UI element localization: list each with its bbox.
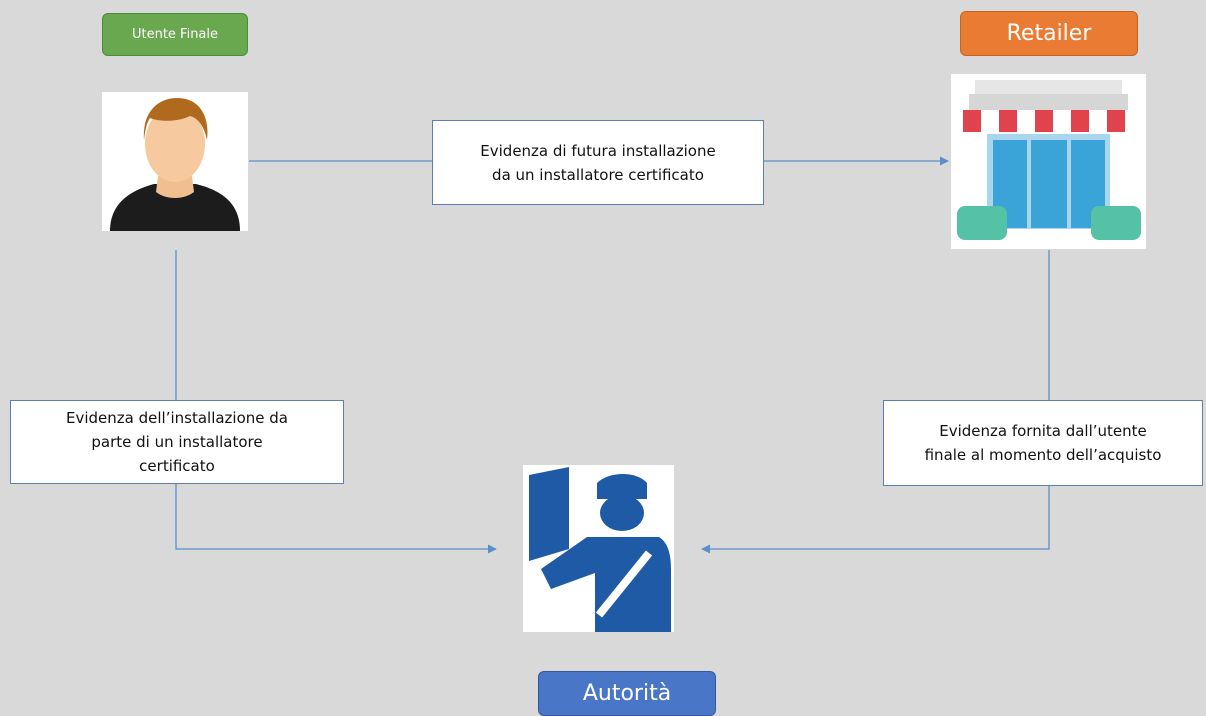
user-label-badge: Utente Finale — [102, 13, 248, 56]
authority-tile — [523, 465, 674, 632]
evidence-user-to-authority: Evidenza dell’installazione da parte di … — [10, 400, 344, 484]
user-tile — [102, 92, 248, 231]
evidence-retailer-to-authority: Evidenza fornita dall’utente finale al m… — [883, 400, 1203, 486]
officer-icon — [529, 467, 671, 632]
retailer-label-badge: Retailer — [960, 11, 1138, 56]
retailer-tile — [951, 74, 1146, 249]
store-icon — [957, 80, 1141, 240]
arrow-retailer-to-authority — [701, 250, 1050, 554]
evidence-user-to-retailer: Evidenza di futura installazione da un i… — [432, 120, 764, 205]
person-icon — [110, 98, 240, 231]
arrow-user-to-authority — [175, 250, 497, 554]
authority-label-badge: Autorità — [538, 671, 716, 716]
